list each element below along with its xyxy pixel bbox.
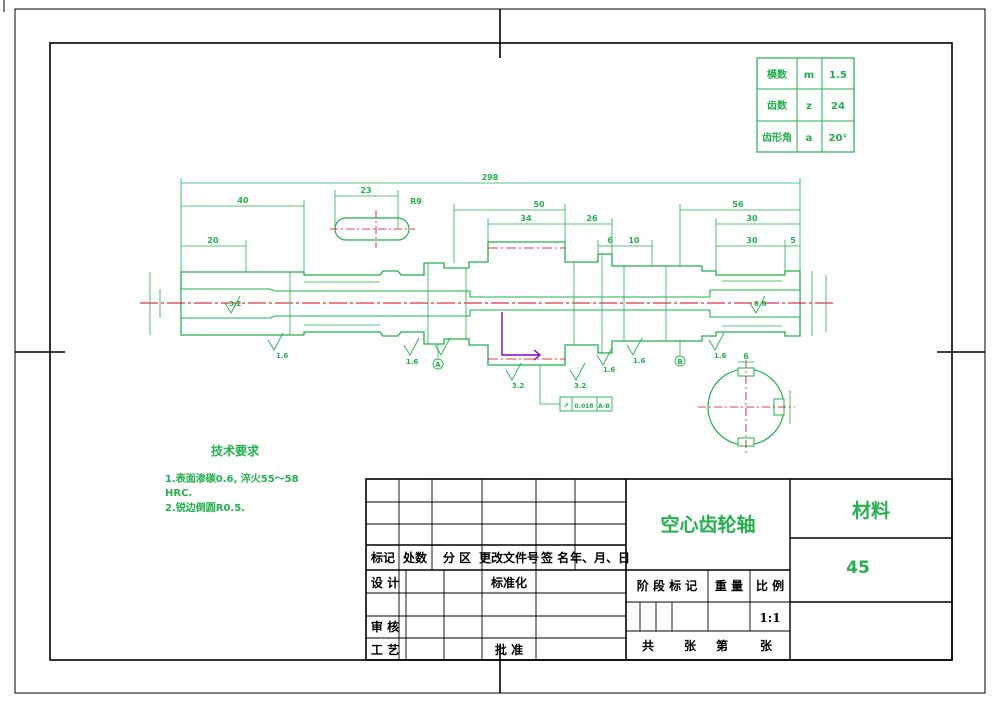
roughness-values: 1.6 1.6 3.2 1.6 1.6 3.2 1.6 3.2 0.8 (229, 300, 767, 390)
roughness-value: 3.2 (574, 382, 587, 390)
roughness-value: 1.6 (603, 366, 616, 374)
approve-label: 批 准 (495, 642, 523, 657)
title-block (365, 478, 953, 661)
roughness-value: 1.6 (714, 352, 727, 360)
dim-30b: 30 (746, 236, 758, 245)
sheet-label: 第 (716, 638, 728, 653)
process-label: 工 艺 (371, 642, 399, 657)
dim-end-6: 6 (743, 352, 749, 361)
dim-34: 34 (520, 214, 532, 223)
part-name: 空心齿轮轴 (660, 513, 755, 536)
tolerance-symbol: ↗ (563, 402, 569, 410)
drawing-frame (49, 42, 953, 661)
gear-param-value: 20° (829, 133, 848, 144)
roughness-value: 1.6 (633, 357, 646, 365)
dim-20: 20 (207, 236, 219, 245)
gear-param-value: 24 (831, 101, 845, 112)
rev-header: 标记 (370, 550, 395, 565)
tech-req-line: 1.表面渗碳0.6, 淬火55～58 (165, 472, 299, 485)
tolerance-value: 0.018 (575, 403, 594, 410)
end-section-view: 6 (698, 352, 795, 455)
datum-a: A (435, 361, 441, 369)
dim-26: 26 (586, 214, 598, 223)
rev-header: 更改文件号 (479, 550, 539, 565)
design-label: 设 计 (371, 575, 399, 590)
rev-header: 签 名 (540, 550, 569, 565)
rev-header: 分 区 (443, 550, 471, 565)
stage-header: 重 量 (715, 578, 743, 593)
dimension-lines (180, 178, 801, 272)
stage-header: 比 例 (756, 578, 784, 593)
tech-req-title: 技术要求 (211, 443, 260, 458)
gear-param-symbol: m (804, 70, 814, 81)
tolerance-datum: A-B (598, 403, 610, 410)
standardize-label: 标准化 (490, 575, 527, 590)
gear-parameter-table: 模数 m 1.5 齿数 z 24 齿形角 a 20° (756, 57, 855, 153)
tolerance-frame: ↗ 0.018 A-B (539, 365, 613, 412)
dim-5: 5 (790, 236, 796, 245)
dimension-values: 298 40 20 23 50 34 26 6 10 56 30 30 5 R9 (207, 173, 796, 245)
gear-param-name: 模数 (767, 68, 788, 81)
dim-23: 23 (360, 186, 371, 195)
sheet-label: 张 (684, 638, 697, 653)
roughness-value: 1.6 (276, 352, 289, 360)
review-label: 审 核 (371, 619, 399, 634)
datum-markers: A B (432, 341, 686, 370)
gear-param-symbol: z (806, 101, 812, 112)
dim-30: 30 (746, 214, 758, 223)
roughness-value: 3.2 (229, 300, 242, 308)
dim-50: 50 (533, 200, 545, 209)
keyway-detail (330, 210, 415, 248)
tech-req-line: 2.锐边倒圆R0.5. (165, 501, 245, 514)
material-value: 45 (846, 558, 870, 578)
dim-40: 40 (237, 196, 249, 205)
dim-overall: 298 (482, 173, 499, 182)
roughness-value: 0.8 (754, 300, 767, 308)
gear-param-symbol: a (806, 133, 813, 144)
roughness-value: 1.6 (406, 358, 419, 366)
rev-header: 处数 (402, 550, 428, 565)
sheet-label: 共 (642, 638, 654, 653)
shaft-section-view (140, 241, 835, 366)
dim-56: 56 (732, 200, 744, 209)
dim-6: 6 (607, 236, 613, 245)
dim-10: 10 (628, 236, 640, 245)
tech-req-line: HRC. (165, 488, 192, 499)
gear-param-value: 1.5 (829, 70, 847, 81)
shaft-bore (180, 288, 801, 319)
gear-param-name: 齿数 (767, 99, 788, 112)
material-label: 材料 (852, 499, 890, 522)
roughness-value: 3.2 (512, 382, 525, 390)
sheet-label: 张 (760, 638, 773, 653)
datum-b: B (677, 358, 682, 366)
stage-header: 阶 段 标 记 (637, 578, 698, 593)
roughness-symbols (224, 295, 766, 381)
gear-param-name: 齿形角 (762, 131, 792, 144)
scale-value: 1:1 (759, 611, 780, 625)
shaft-outline (180, 241, 801, 366)
technical-requirements: 技术要求 1.表面渗碳0.6, 淬火55～58 HRC. 2.锐边倒圆R0.5. (165, 443, 299, 514)
rev-header: 年、月、日 (570, 550, 630, 565)
dim-r9: R9 (410, 197, 422, 206)
title-block-text: 空心齿轮轴 材料 45 标记 处数 分 区 更改文件号 签 名 年、月、日 设 … (370, 499, 890, 657)
